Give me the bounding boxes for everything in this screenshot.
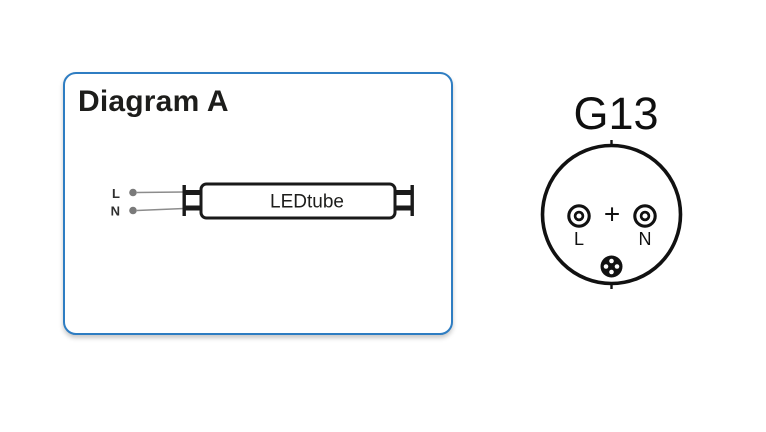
wire-neutral-label: N [111,204,120,219]
g13-base-diagram: L + N [540,140,683,289]
diagram-a-title: Diagram A [78,85,229,118]
ledtube-right-endcap [410,185,414,216]
g13-pin-neutral-label: N [639,229,652,249]
diagram-a-panel: Diagram A L N LEDtub [63,72,453,335]
wire-line-label: L [112,186,120,201]
wire-neutral-conductor [136,207,185,212]
ledtube-body [199,182,397,220]
ledtube-left-endcap [182,185,186,216]
wire-neutral: N [111,204,185,219]
g13-pin-neutral-inner-ring [639,210,651,222]
wire-neutral-terminal-dot [129,206,137,215]
wire-line-conductor [136,191,185,194]
ledtube-left-pin-top [185,190,202,195]
g13-pin-line-inner-ring [573,210,585,222]
g13-bottom-contact-hole-top [609,258,614,264]
g13-bottom-contact-hole-right [614,264,620,269]
ledtube-right-pin-top [394,190,411,195]
wire-line-terminal-dot [129,188,137,197]
g13-bottom-contact-hole-bottom [609,269,614,275]
g13-pin-neutral: N [633,204,657,249]
g13-bottom-contact-hole-left [603,264,609,269]
g13-bottom-contact-body [600,255,623,278]
wiring-diagram: L N LEDtube [111,182,414,220]
ledtube-symbol: LEDtube [182,182,414,220]
g13-bottom-contact [600,255,623,278]
g13-pin-line: L [567,204,591,249]
ledtube-left-pin-bottom [185,205,202,211]
g13-plus-separator: + [604,199,620,230]
ledtube-label: LEDtube [270,192,344,213]
ledtube-right-pin-bottom [394,205,411,211]
g13-title: G13 [573,88,659,139]
wire-line: L [112,186,185,201]
g13-pin-line-label: L [574,229,584,249]
